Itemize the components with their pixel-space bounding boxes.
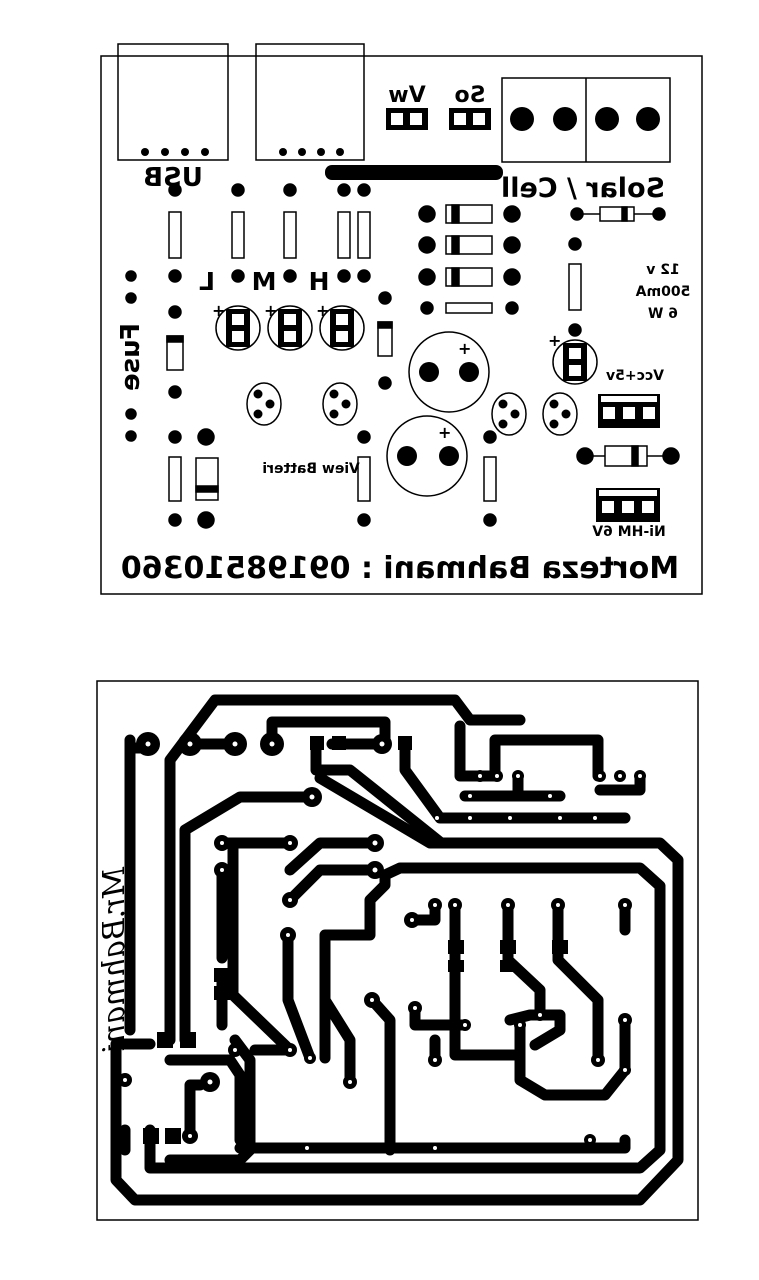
fuse-component (125, 270, 184, 442)
resistor-l (231, 183, 245, 283)
label-fuse: Fuse (116, 323, 146, 391)
plus-mark-led-m: + (264, 301, 277, 320)
plus-mark-led-h: + (316, 301, 329, 320)
label-6w: 6 W (648, 306, 678, 322)
board-outline-top (100, 55, 703, 595)
resistor-m (283, 183, 297, 283)
label-m: M (252, 267, 277, 296)
transistor-2 (322, 382, 358, 426)
led-h (319, 305, 365, 351)
solar-resistor (568, 237, 582, 337)
transistor-3 (491, 392, 527, 436)
led-l (215, 305, 261, 351)
copper-signature: Mr.Bahmani (97, 866, 132, 1053)
plus-mark-led-solar: + (548, 331, 561, 350)
diode-lower (195, 428, 219, 529)
copper-traces (110, 694, 684, 1206)
copper-layer: Mr.Bahmani (96, 680, 699, 1221)
label-view-batteri: View Batteri (262, 461, 359, 477)
label-500ma: 500mA (636, 284, 691, 300)
resistor-small (377, 291, 393, 390)
label-vcc: Vcc+5v (606, 368, 664, 384)
silkscreen-layer: USB Vw So Solar / Cell L M H 12 v 500mA … (100, 43, 703, 595)
jumper-vw (386, 108, 428, 130)
led-solar (552, 339, 598, 385)
label-l: L (199, 267, 215, 296)
label-12v: 12 v (646, 262, 679, 278)
label-h: H (309, 267, 330, 296)
label-author: Morteza Bahmani : 09198510360 (121, 551, 679, 586)
wire-link (325, 165, 503, 180)
label-vw: Vw (388, 83, 425, 108)
resistor-usb (168, 183, 182, 283)
label-solar-cell: Solar / Cell (501, 173, 665, 204)
diode-battery (576, 445, 680, 467)
plus-mark-cap-upper: + (458, 339, 471, 358)
jumper-so (449, 108, 491, 130)
usb-connector-right (255, 43, 365, 161)
header-nimh (596, 488, 660, 522)
terminal-block (501, 77, 671, 163)
label-nimh: Ni-HM 6V (592, 524, 666, 540)
plus-mark-led-l: + (212, 301, 225, 320)
resistor-h2 (357, 183, 371, 283)
header-vcc (598, 394, 660, 428)
resistor-lower-1 (168, 430, 182, 527)
board-outline-bottom (96, 680, 699, 1221)
drill-holes (123, 741, 642, 1150)
resistor-h1 (337, 183, 351, 283)
transistor-4 (542, 392, 578, 436)
plus-mark-cap-lower: + (438, 423, 451, 442)
diode-row (418, 204, 521, 315)
solar-diode (570, 206, 666, 222)
capacitor-upper (408, 331, 490, 413)
capacitor-lower (386, 415, 468, 497)
usb-connector-left (117, 43, 229, 161)
resistor-lower-2 (357, 430, 371, 527)
transistor-1 (246, 382, 282, 426)
led-m (267, 305, 313, 351)
label-usb: USB (143, 163, 203, 193)
label-so: So (455, 83, 486, 108)
resistor-lower-3 (483, 430, 497, 527)
